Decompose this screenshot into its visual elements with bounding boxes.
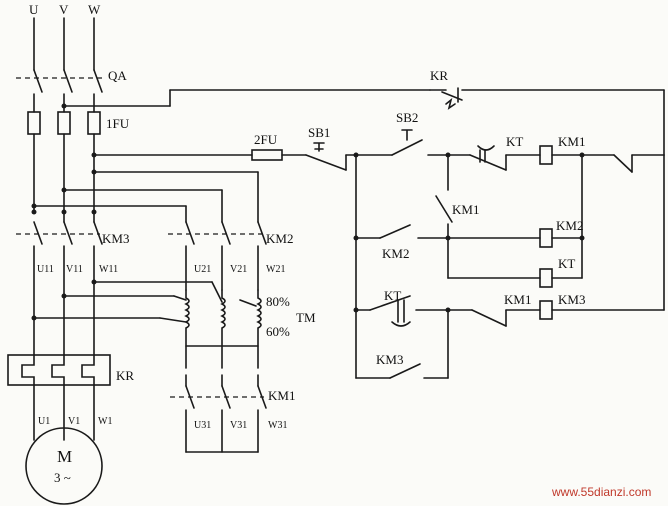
u31-label: U31 [194,420,211,431]
w31-label: W31 [268,420,287,431]
sb2-label: SB2 [396,110,418,125]
kt-coil-label: KT [558,256,575,271]
km1-aux-label: KM1 [452,202,479,217]
kr-relay-label: KR [116,368,134,383]
w11-label: W11 [99,264,118,275]
km2-aux-contact [355,224,541,239]
thermal-relay-kr [7,354,111,441]
qa-breaker [16,69,104,113]
qa-label: QA [108,68,127,83]
km1-coil [539,145,553,165]
sb2-start-button [355,129,449,156]
fuse-2fu-label: 2FU [254,132,278,147]
km3-aux-contact [355,309,449,379]
motor [25,427,103,505]
u11-label: U11 [37,264,54,275]
kr-contact-label: KR [430,68,448,83]
km1-main-label: KM1 [268,388,295,403]
kr-nc-contact [429,87,665,156]
tap-60-label: 60% [266,324,290,339]
kt-timed-contact-lower [355,295,449,327]
phase-v-label: V [59,2,69,17]
km1-main-contacts [170,374,267,453]
km3-aux-label: KM3 [376,352,403,367]
phase-u-label: U [29,2,39,17]
km2-aux-label: KM2 [382,246,409,261]
fuse-2fu [251,149,283,161]
km2-main-label: KM2 [266,231,293,246]
v21-label: V21 [230,264,247,275]
km1-nc-contact-top [581,154,665,173]
watermark-text: www.55dianzi.com [551,485,651,499]
km3-coil-label: KM3 [558,292,585,307]
kt-contact-label: KT [384,288,401,303]
sb1-label: SB1 [308,125,330,140]
tm-label: TM [296,310,316,325]
kt-timed-contact-top [447,145,541,171]
km2-main-contacts [168,221,267,291]
km3-main-contacts [16,221,103,356]
kt-top-label: KT [506,134,523,149]
v31-label: V31 [230,420,247,431]
km1-aux-contact [435,154,453,279]
motor-phase-label: 3 ~ [54,470,71,485]
tap-80-label: 80% [266,294,290,309]
km3-coil [539,300,553,320]
phase-w-label: W [88,2,101,17]
km3-label: KM3 [102,231,129,246]
fuse-1fu-label: 1FU [106,116,130,131]
kt-coil [539,268,553,288]
fuse-1fu [27,111,101,223]
km2-coil [539,228,553,248]
sb1-stop-button [305,142,357,171]
km2-coil-label: KM2 [556,218,583,233]
motor-m-label: M [57,447,72,466]
w1-label: W1 [98,416,112,427]
w21-label: W21 [266,264,285,275]
phase-lines [33,17,95,71]
u1-label: U1 [38,416,50,427]
km1-nc-contact-lower [447,309,541,327]
v11-label: V11 [66,264,83,275]
autotransformer-tm [159,281,262,369]
v1-label: V1 [68,416,80,427]
km1-nc-label: KM1 [504,292,531,307]
u21-label: U21 [194,264,211,275]
km1-coil-label: KM1 [558,134,585,149]
